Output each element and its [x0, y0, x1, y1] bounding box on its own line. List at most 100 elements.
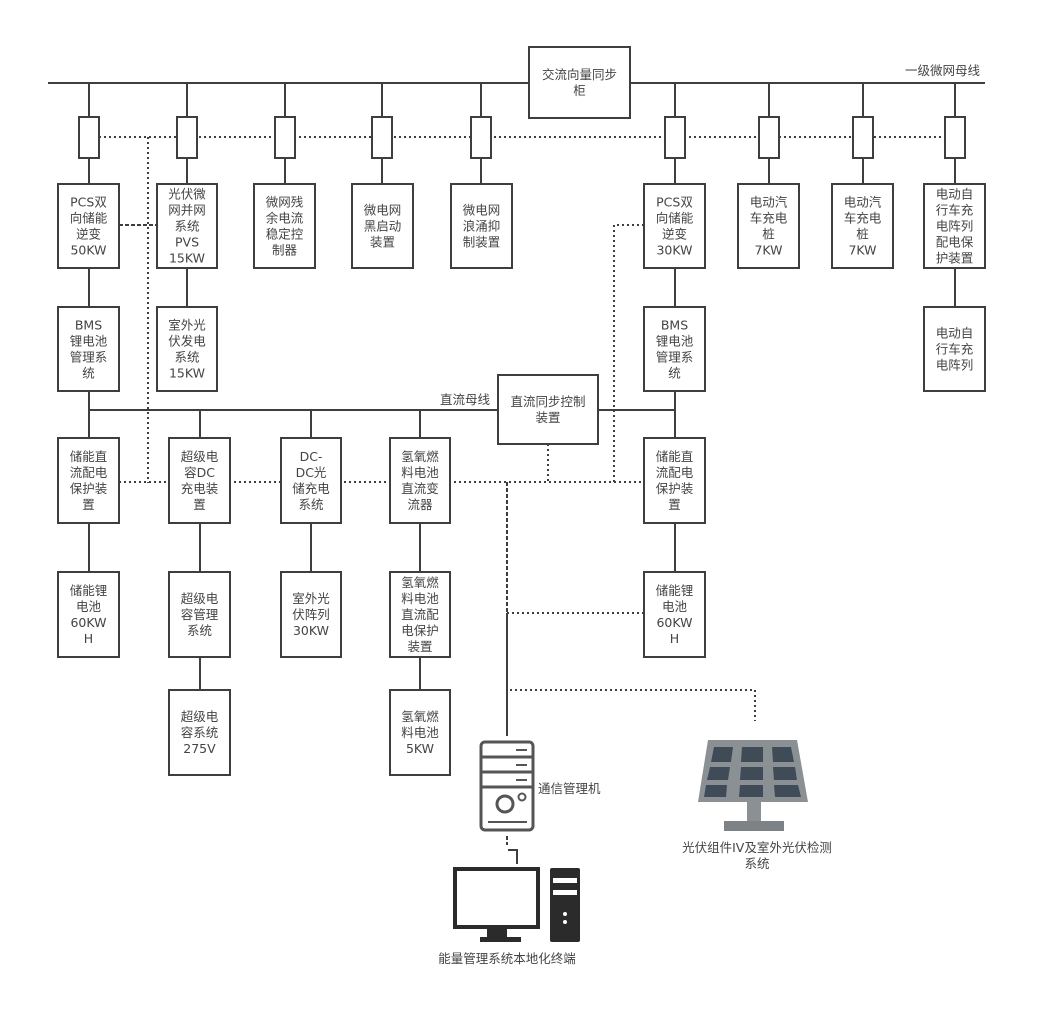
box-label-line: 室外光 — [168, 318, 206, 333]
box-label-line: 光伏微 — [168, 187, 206, 202]
box-label-line: 电动汽 — [844, 195, 882, 210]
box-frame — [643, 183, 706, 269]
box-frame — [253, 183, 316, 269]
box-label-line: 管理系 — [656, 350, 694, 365]
box-label-line: PVS — [175, 235, 199, 250]
circuit-breaker — [78, 116, 100, 159]
box-label-line: 微电网 — [364, 203, 402, 218]
breakers — [78, 116, 966, 159]
pv-iv-test-system: 光伏组件IV及室外光伏检测 系统 — [682, 740, 832, 871]
circuit-breaker — [274, 116, 296, 159]
box-frame — [737, 183, 800, 269]
box-label-line: PCS双 — [656, 195, 693, 210]
box-frame — [450, 183, 513, 269]
box-label-line: 超级电 — [181, 591, 219, 606]
box-frame — [280, 437, 342, 524]
box-label-line: 行车充 — [936, 203, 974, 218]
box-label-line: 黑启动 — [364, 219, 402, 234]
comm-line-pv-test — [510, 689, 756, 721]
box-frame — [57, 437, 120, 524]
box-label-line: 储能锂 — [70, 583, 108, 598]
box-label-line: 统 — [82, 366, 95, 381]
box-label-line: 交流向量同步 — [542, 67, 617, 82]
comm-manager: 通信管理机 — [479, 740, 601, 832]
box-label-line: 室外光 — [292, 591, 330, 606]
ac-bus-label: 一级微网母线 — [905, 63, 981, 78]
ems-terminal-label: 能量管理系统本地化终端 — [438, 951, 576, 966]
box-label-line: 氢氧燃 — [401, 449, 439, 464]
box-frame — [351, 183, 414, 269]
box-label-line: 储充电 — [292, 481, 330, 496]
comm-line-pcs30-to-dc-row — [613, 224, 644, 482]
box-label-line: 柜 — [573, 83, 586, 98]
box-label-line: 管理系 — [70, 350, 108, 365]
box-frame — [57, 306, 120, 392]
box-label-line: H — [84, 631, 93, 646]
box-label-line: 车充电 — [750, 211, 788, 226]
box-label-line: 60KW — [656, 615, 692, 630]
box-label-line: 275V — [183, 741, 216, 756]
box-label-line: 30KW — [656, 243, 692, 258]
box-label-line: 伏阵列 — [292, 607, 330, 622]
box-frame — [389, 689, 451, 776]
box-label-line: 逆变 — [76, 227, 101, 242]
dc-bus-label: 直流母线 — [440, 392, 491, 407]
ems-terminal: 能量管理系统本地化终端 — [438, 867, 580, 966]
box-label-line: 流配电 — [70, 465, 108, 480]
box-label-line: 容DC — [184, 465, 215, 480]
box-label-line: H — [670, 631, 679, 646]
box-label-line: 装置 — [407, 639, 432, 654]
box-label-line: 置 — [82, 497, 95, 512]
box-label-line: 伏发电 — [168, 334, 206, 349]
circuit-breaker — [176, 116, 198, 159]
box-label-line: 微网残 — [266, 195, 304, 210]
box-label-line: 电阵列 — [936, 358, 974, 373]
box-label-line: 电动自 — [936, 326, 974, 341]
box-frame — [156, 306, 218, 392]
box-frame — [168, 437, 231, 524]
box-label-line: 余电流 — [266, 211, 304, 226]
box-label-line: 桩 — [762, 227, 775, 242]
box-frame — [389, 437, 451, 524]
box-label-line: 5KW — [406, 741, 434, 756]
box-label-line: 系统 — [187, 623, 212, 638]
box-label-line: 保护装 — [70, 481, 108, 496]
circuit-breaker — [470, 116, 492, 159]
box-label-line: 护装置 — [936, 251, 974, 266]
box-label-line: 电动自 — [936, 187, 974, 202]
box-label-line: 电池 — [76, 599, 102, 614]
circuit-breaker — [371, 116, 393, 159]
box-frame — [497, 374, 599, 445]
box-label-line: 料电池 — [401, 465, 439, 480]
box-label-line: 锂电池 — [70, 334, 108, 349]
box-label-line: 储能直 — [656, 449, 694, 464]
box-label-line: 15KW — [169, 251, 205, 266]
box-label-line: 料电池 — [401, 725, 439, 740]
box-frame — [643, 437, 706, 524]
box-label-line: 50KW — [70, 243, 106, 258]
wiring — [48, 82, 985, 864]
box-label-line: 超级电 — [181, 449, 219, 464]
circuit-breaker — [944, 116, 966, 159]
box-label-line: 行车充 — [936, 342, 974, 357]
